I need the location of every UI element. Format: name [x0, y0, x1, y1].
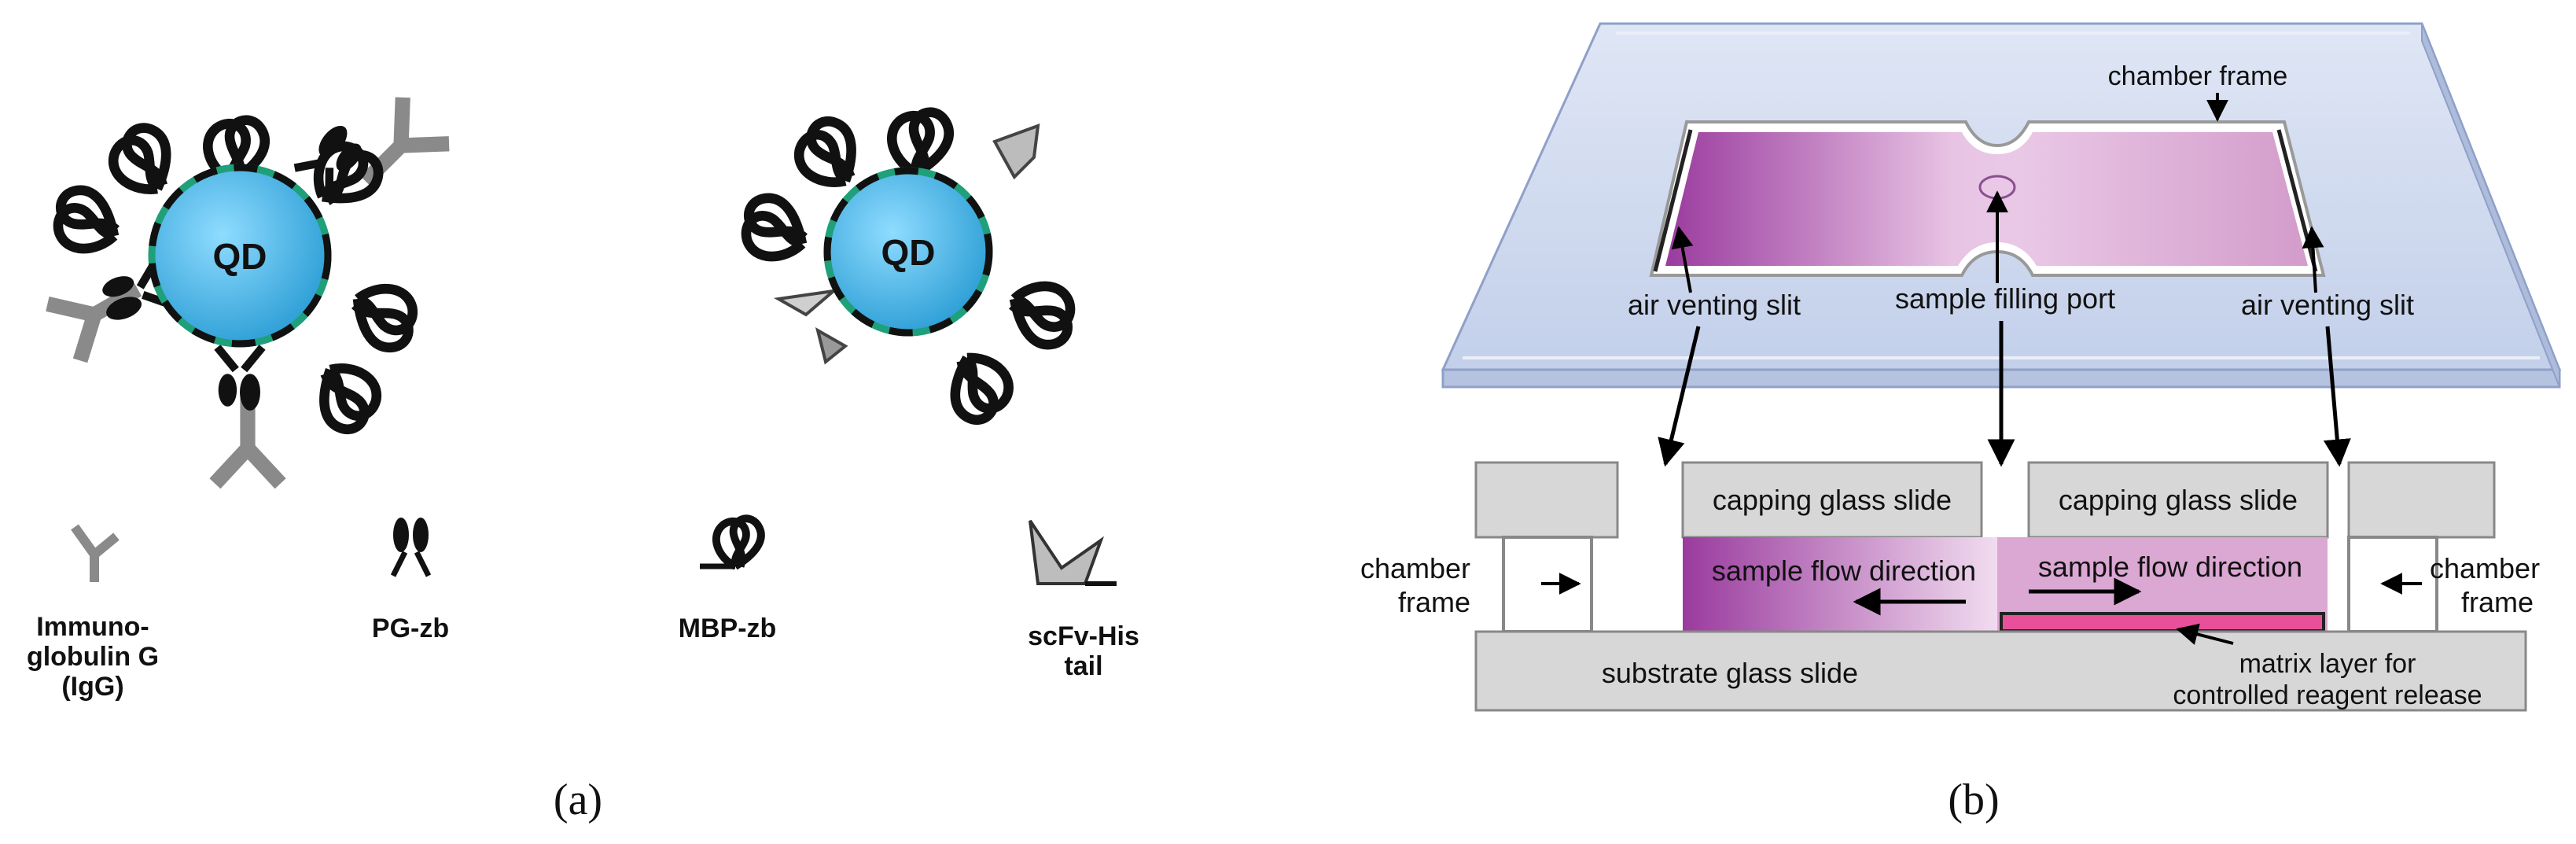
panel-b: chamber frame air venting slit sample fi… [1360, 22, 2562, 824]
air-vent-slit-left-3d [1653, 129, 1693, 272]
qd-right-complex: QD [737, 112, 1080, 427]
connector-arrows [1658, 321, 2351, 467]
scfv-attachments-right [773, 123, 1040, 365]
legend-pgzb: PG-zb [372, 614, 449, 643]
air-vent-left-label: air venting slit [1628, 289, 1801, 321]
legend-scfv-line2: tail [1064, 651, 1102, 681]
mbp-zb-icon [700, 518, 761, 566]
panel-b-label: (b) [1948, 776, 1999, 824]
legend-igg-line1: Immuno- [36, 612, 149, 642]
chamber-frame-right-line1: chamber [2430, 552, 2540, 584]
scfv-his-icon [1029, 519, 1117, 586]
flow-left-label: sample flow direction [1712, 555, 1976, 587]
capping-right-label: capping glass slide [2059, 484, 2298, 516]
igg-icon [71, 524, 120, 582]
legend-scfv-line1: scFv-His [1028, 621, 1139, 651]
flow-right-label: sample flow direction [2038, 551, 2302, 583]
capping-slide-right [2027, 461, 2329, 539]
chamber-frame-left-line1: chamber [1360, 552, 1470, 584]
capping-left-label: capping glass slide [1713, 484, 1952, 516]
cross-section: capping glass slide capping glass slide … [1360, 461, 2540, 712]
matrix-label-line1: matrix layer for [2239, 649, 2416, 679]
panel-a: QD QD Immuno- [27, 98, 1139, 824]
sample-region-left [1683, 537, 1997, 632]
panel-a-label: (a) [554, 776, 602, 824]
sample-port-label: sample filling port [1895, 282, 2115, 315]
capping-slide-left [1681, 461, 1983, 539]
substrate-slide [1474, 630, 2527, 712]
legend-mbpzb: MBP-zb [679, 614, 777, 643]
frame-block-right [2347, 461, 2496, 539]
frame-block-left [1474, 461, 1619, 539]
chamber-frame-left-line2: frame [1398, 586, 1470, 618]
matrix-label-line2: controlled reagent release [2173, 680, 2482, 710]
legend-igg-line2: globulin G [27, 642, 159, 672]
matrix-layer [2000, 612, 2325, 632]
qd-left-label: QD [213, 236, 267, 277]
legend-igg-line3: (IgG) [61, 672, 123, 702]
chamber-frame-right-line2: frame [2461, 586, 2534, 618]
qd-right-label: QD [881, 232, 936, 273]
air-vent-right-label: air venting slit [2241, 289, 2414, 321]
legend: Immuno- globulin G (IgG) PG-zb MBP-zb sc… [27, 518, 1139, 702]
chamber-frame-top-label: chamber frame [2108, 61, 2288, 91]
qd-left-complex: QD [47, 98, 449, 484]
pg-zb-icon [390, 518, 432, 577]
substrate-label: substrate glass slide [1602, 657, 1858, 689]
